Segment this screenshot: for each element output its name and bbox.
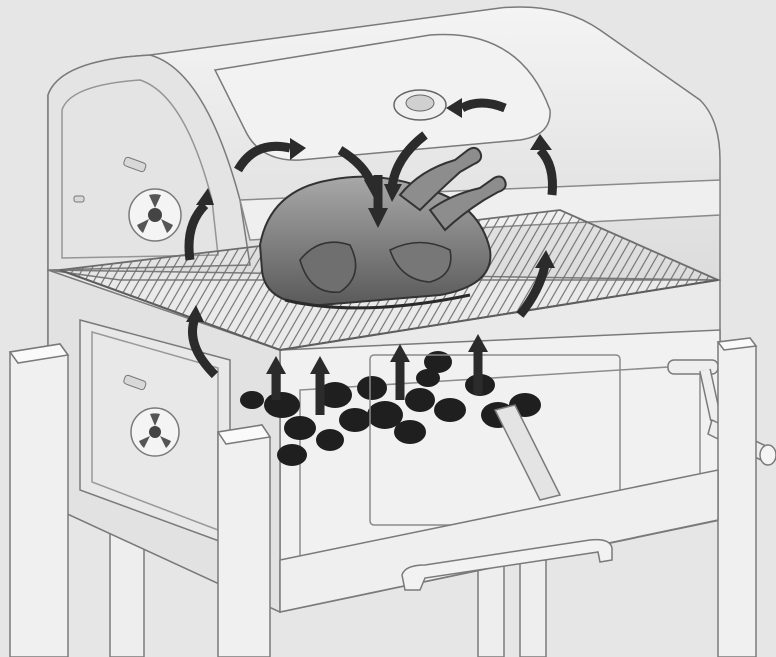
firebox-gauge-icon: [131, 408, 179, 456]
temperature-gauge-icon: [129, 189, 181, 241]
lid-vent-knob-icon: [394, 90, 446, 120]
